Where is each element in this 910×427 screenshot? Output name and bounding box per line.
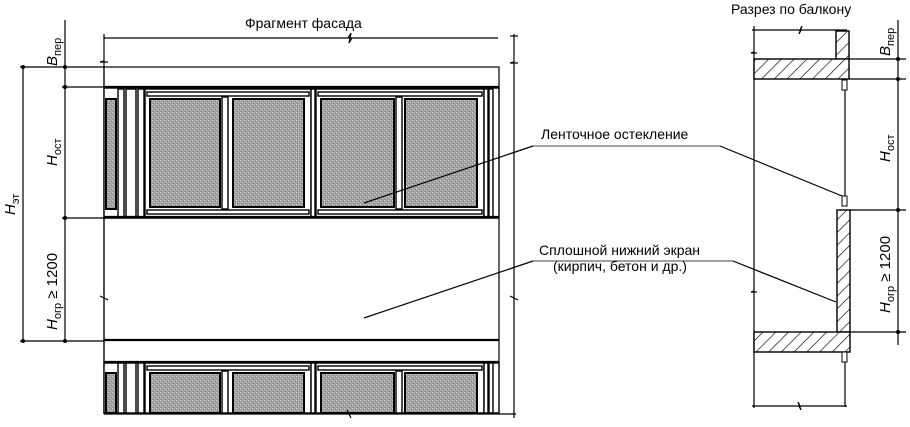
balcony-section: Разрез по балкону <box>731 1 906 411</box>
facade-dimensions: Bпер Hост Hэт Hогр ≥ 1200 <box>2 20 104 343</box>
upper-parapet <box>835 30 850 60</box>
solid-screen <box>103 217 500 341</box>
leader-screen <box>363 260 534 319</box>
lower-parapet <box>836 209 851 333</box>
callout-screen-label-2: (кирпич, бетон и др.) <box>553 258 687 274</box>
break-mark-icon <box>797 401 802 411</box>
dim-label-h-barrier: Hогр ≥ 1200 <box>44 253 64 330</box>
break-mark-icon <box>347 32 353 44</box>
section-dim-b-slab: Bпер <box>877 28 897 56</box>
callout-screen-label-1: Сплошной нижний экран <box>539 242 700 258</box>
leader-glazing <box>363 145 534 204</box>
section-dim-h-barrier: Hогр ≥ 1200 <box>877 236 897 313</box>
break-mark-icon <box>798 25 803 35</box>
lower-slab <box>753 331 851 353</box>
callout-glazing-label: Ленточное остекление <box>541 126 689 142</box>
glazing-lower <box>103 362 500 414</box>
upper-slab <box>753 58 850 80</box>
slab-lower <box>103 339 500 363</box>
facade-fragment: Фрагмент фасада <box>99 15 519 419</box>
dim-label-h-glazing: Hост <box>44 139 64 167</box>
glazing-upper <box>103 87 500 219</box>
break-mark-icon <box>509 295 519 301</box>
dim-label-b-slab: Bпер <box>44 38 64 66</box>
break-mark-icon <box>346 409 352 419</box>
section-dim-h-glazing: Hост <box>877 135 897 163</box>
facade-title: Фрагмент фасада <box>245 15 362 31</box>
section-title: Разрез по балкону <box>731 1 851 17</box>
callouts: Ленточное остекление Сплошной нижний экр… <box>363 126 843 319</box>
slab-upper <box>103 66 500 88</box>
dim-label-h-floor: Hэт <box>2 194 22 215</box>
